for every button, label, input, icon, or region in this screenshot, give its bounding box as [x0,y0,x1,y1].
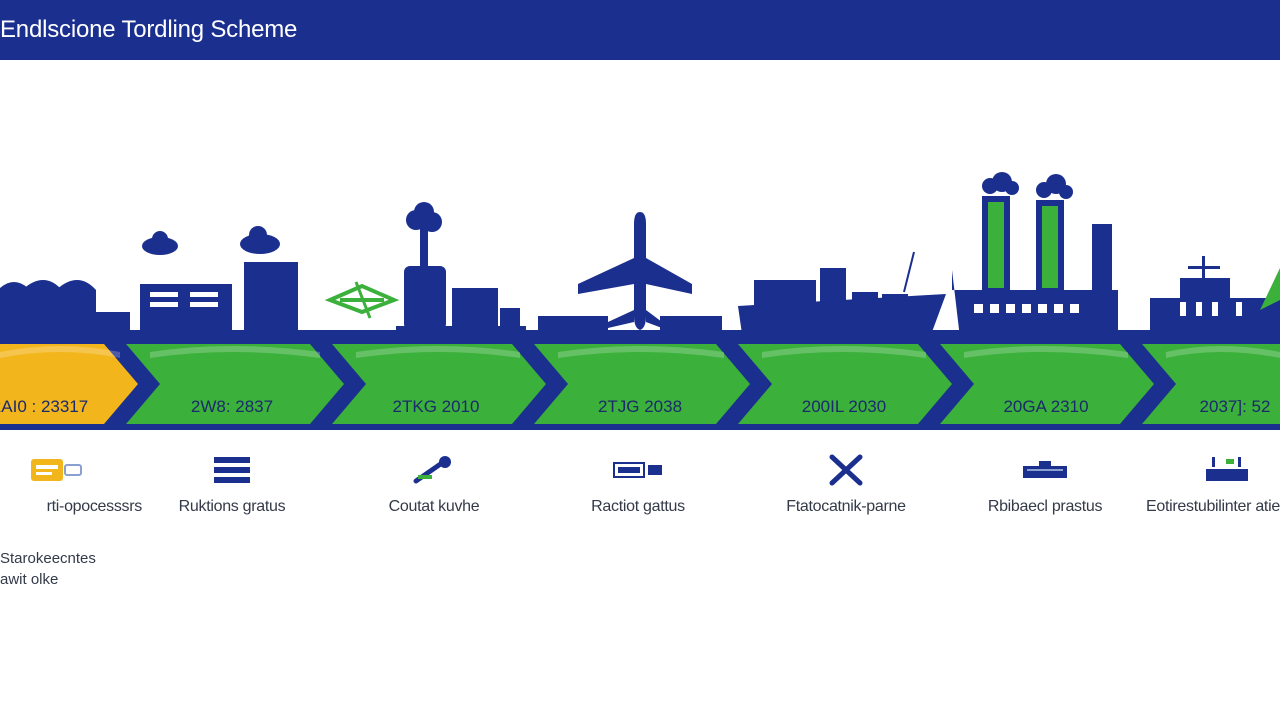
scene-factory-domes [0,280,130,336]
page-title: Endlscione Tordling Scheme [0,16,298,43]
stage-item-3: Coutat kuvhe [339,450,529,516]
stage-item-1: rti-opocesssrs [0,450,150,516]
chevron-band [0,344,1280,424]
sub-tag-icon [543,450,733,490]
chevron-2 [126,344,344,424]
stage-label-2: Ruktions gratus [178,498,286,515]
stage-label-3: Coutat kuvhe [388,498,480,515]
notes-line-1: Starokeecntes [0,550,96,567]
chevron-7 [1142,344,1280,424]
stage-year-3: 2TKG 2010 [393,397,480,416]
cross-tools-icon [751,450,941,490]
stage-item-4: Ractiot gattus [543,450,733,516]
stage-year-1: 2AI0 : 23317 [0,397,88,416]
scene-airplane [538,212,722,340]
scene-port-buildings [1150,256,1280,338]
stage-year-4: 2TJG 2038 [598,397,682,416]
scene-smokestack-factory [952,172,1118,338]
chevron-4 [534,344,750,424]
chevron-3 [332,344,546,424]
stage-year-5: 200IL 2030 [802,397,886,416]
scene-refinery-tower [324,202,526,336]
notes-text: Starokeecntes awit olke [0,548,96,590]
stage-year-7: 2037]: 52 [1200,397,1271,416]
header-bar: Endlscione Tordling Scheme [0,0,1280,60]
stage-year-6: 20GA 2310 [1003,397,1088,416]
stage-item-7: Eotirestubilinter atie [1090,450,1280,516]
scene-industrial-building [130,226,330,338]
chevron-1 [0,344,138,424]
stack-icon [137,450,327,490]
scene-cargo-ship [738,251,946,334]
stage-label-7: Eotirestubilinter atie [1146,498,1280,515]
notes-line-2: awit olke [0,571,59,588]
stage-item-5: Ftatocatnik-parne [751,450,941,516]
stage-label-1: rti-opocesssrs [46,498,143,515]
stage-label-6: Rbibaecl prastus [987,498,1103,515]
stage-item-6: Rbibaecl prastus [950,450,1140,516]
badge-icon [0,450,150,490]
chevron-5 [738,344,952,424]
stage-label-5: Ftatocatnik-parne [786,498,906,515]
wrench-icon [339,450,529,490]
stage-year-2: 2W8: 2837 [191,397,273,416]
emissions-timeline-illustration: 2AI0 : 23317 2W8: 2837 2TKG 2010 2TJG 20… [0,172,1280,430]
meter-icon [1090,450,1280,490]
stage-item-2: Ruktions gratus [137,450,327,516]
stage-label-4: Ractiot gattus [591,498,685,515]
chevron-6 [940,344,1154,424]
panel-icon [950,450,1140,490]
